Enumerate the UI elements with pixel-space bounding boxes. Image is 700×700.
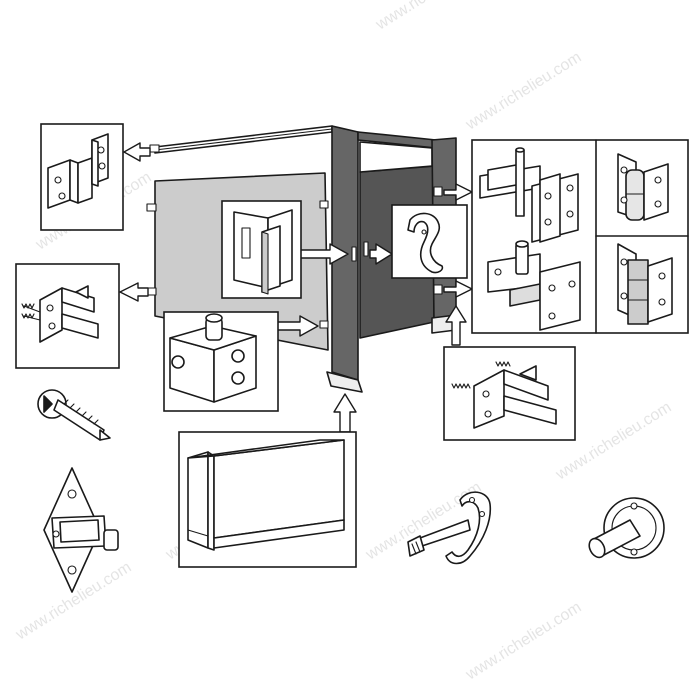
watermark-text: www.richelieu.com [462,599,584,684]
corner-bracket-icon [169,313,257,403]
wrap-hinge-icon [617,153,669,221]
detail-box-corner-bracket [163,311,279,412]
door-bumper-icon [588,497,665,559]
detail-box-right-wall-bracket [443,346,576,441]
watermark-text: www.richelieu.com [462,49,584,134]
detail-box-pilaster-shoe [178,431,357,568]
bracket-marker [149,144,160,153]
arrow-right [443,280,473,298]
wrap-hinge-icon [617,243,673,325]
door-keeper-icon [233,209,293,295]
wall-bracket-icon [451,361,557,429]
detail-box-hinges [471,139,689,334]
bracket-marker [319,200,329,209]
detail-box-door-keeper [221,200,302,299]
bracket-marker [146,203,157,212]
pilaster-shoe [326,371,363,393]
hinge-marker [433,186,443,197]
bracket-marker [319,320,329,329]
pilaster-shoe-icon [187,439,345,551]
arrow-right [275,315,319,337]
arrow-left [119,282,149,302]
arrow-up [445,305,467,346]
robe-hook-icon [407,491,492,565]
wall-bracket-icon [21,285,99,343]
arrow-right [443,183,473,201]
gravity-hinge-icon [487,240,581,331]
detail-box-coat-hook [391,204,468,279]
hinge-marker [433,284,443,295]
arrow-right [369,243,393,265]
arrow-left [123,142,151,162]
arrow-right [299,243,349,265]
detail-box-headrail-bracket [40,123,124,231]
screw-icon [37,389,111,441]
u-bracket-icon [47,133,109,209]
gravity-hinge-icon [479,147,579,243]
detail-box-wall-bracket [15,263,120,369]
slide-latch-icon [43,467,119,593]
watermark-text: www.richelieu.com [372,0,494,34]
arrow-up [333,393,357,433]
coat-hook-icon [407,212,444,274]
arrows [119,142,473,433]
